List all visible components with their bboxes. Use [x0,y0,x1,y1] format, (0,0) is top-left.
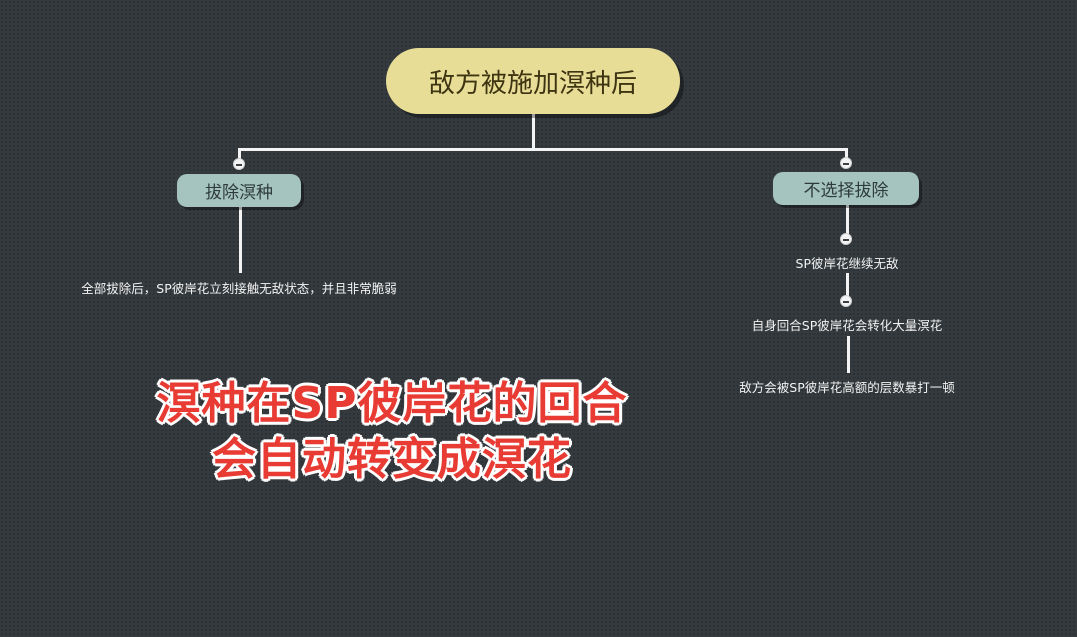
overlay-caption-line-2: 会自动转变成溟花 [212,434,572,485]
branch-node-not-remove[interactable]: 不选择拔除 [773,172,919,205]
leaf-node-enemy-beaten[interactable]: 敌方会被SP彼岸花高额的层数暴打一顿 [739,380,955,395]
overlay-caption-line-1: 溟种在SP彼岸花的回合 [156,378,628,429]
right-child-connector-1 [846,205,849,237]
collapse-toggle-icon[interactable] [840,233,852,245]
collapse-toggle-icon[interactable] [840,157,852,169]
branch-label: 不选择拔除 [803,181,889,201]
left-drop-connector [238,148,241,162]
root-topic-node[interactable]: 敌方被施加溟种后 [386,48,680,114]
right-drop-connector [845,148,848,162]
branch-node-remove-seed[interactable]: 拔除溟种 [177,174,301,207]
right-child-connector-2 [846,273,849,297]
collapse-toggle-icon[interactable] [840,295,852,307]
leaf-node-continue-invincible[interactable]: SP彼岸花继续无敌 [795,256,899,271]
right-child-connector-3 [847,336,850,373]
horizontal-connector [239,148,848,151]
leaf-node-convert-flowers[interactable]: 自身回合SP彼岸花会转化大量溟花 [751,318,943,333]
collapse-toggle-icon[interactable] [233,158,245,170]
leaf-node-remove-all[interactable]: 全部拔除后，SP彼岸花立刻接触无敌状态，并且非常脆弱 [81,281,397,296]
root-stem-connector [532,114,535,150]
root-topic-label: 敌方被施加溟种后 [428,68,637,99]
left-child-connector [239,207,242,273]
branch-label: 拔除溟种 [205,183,273,203]
